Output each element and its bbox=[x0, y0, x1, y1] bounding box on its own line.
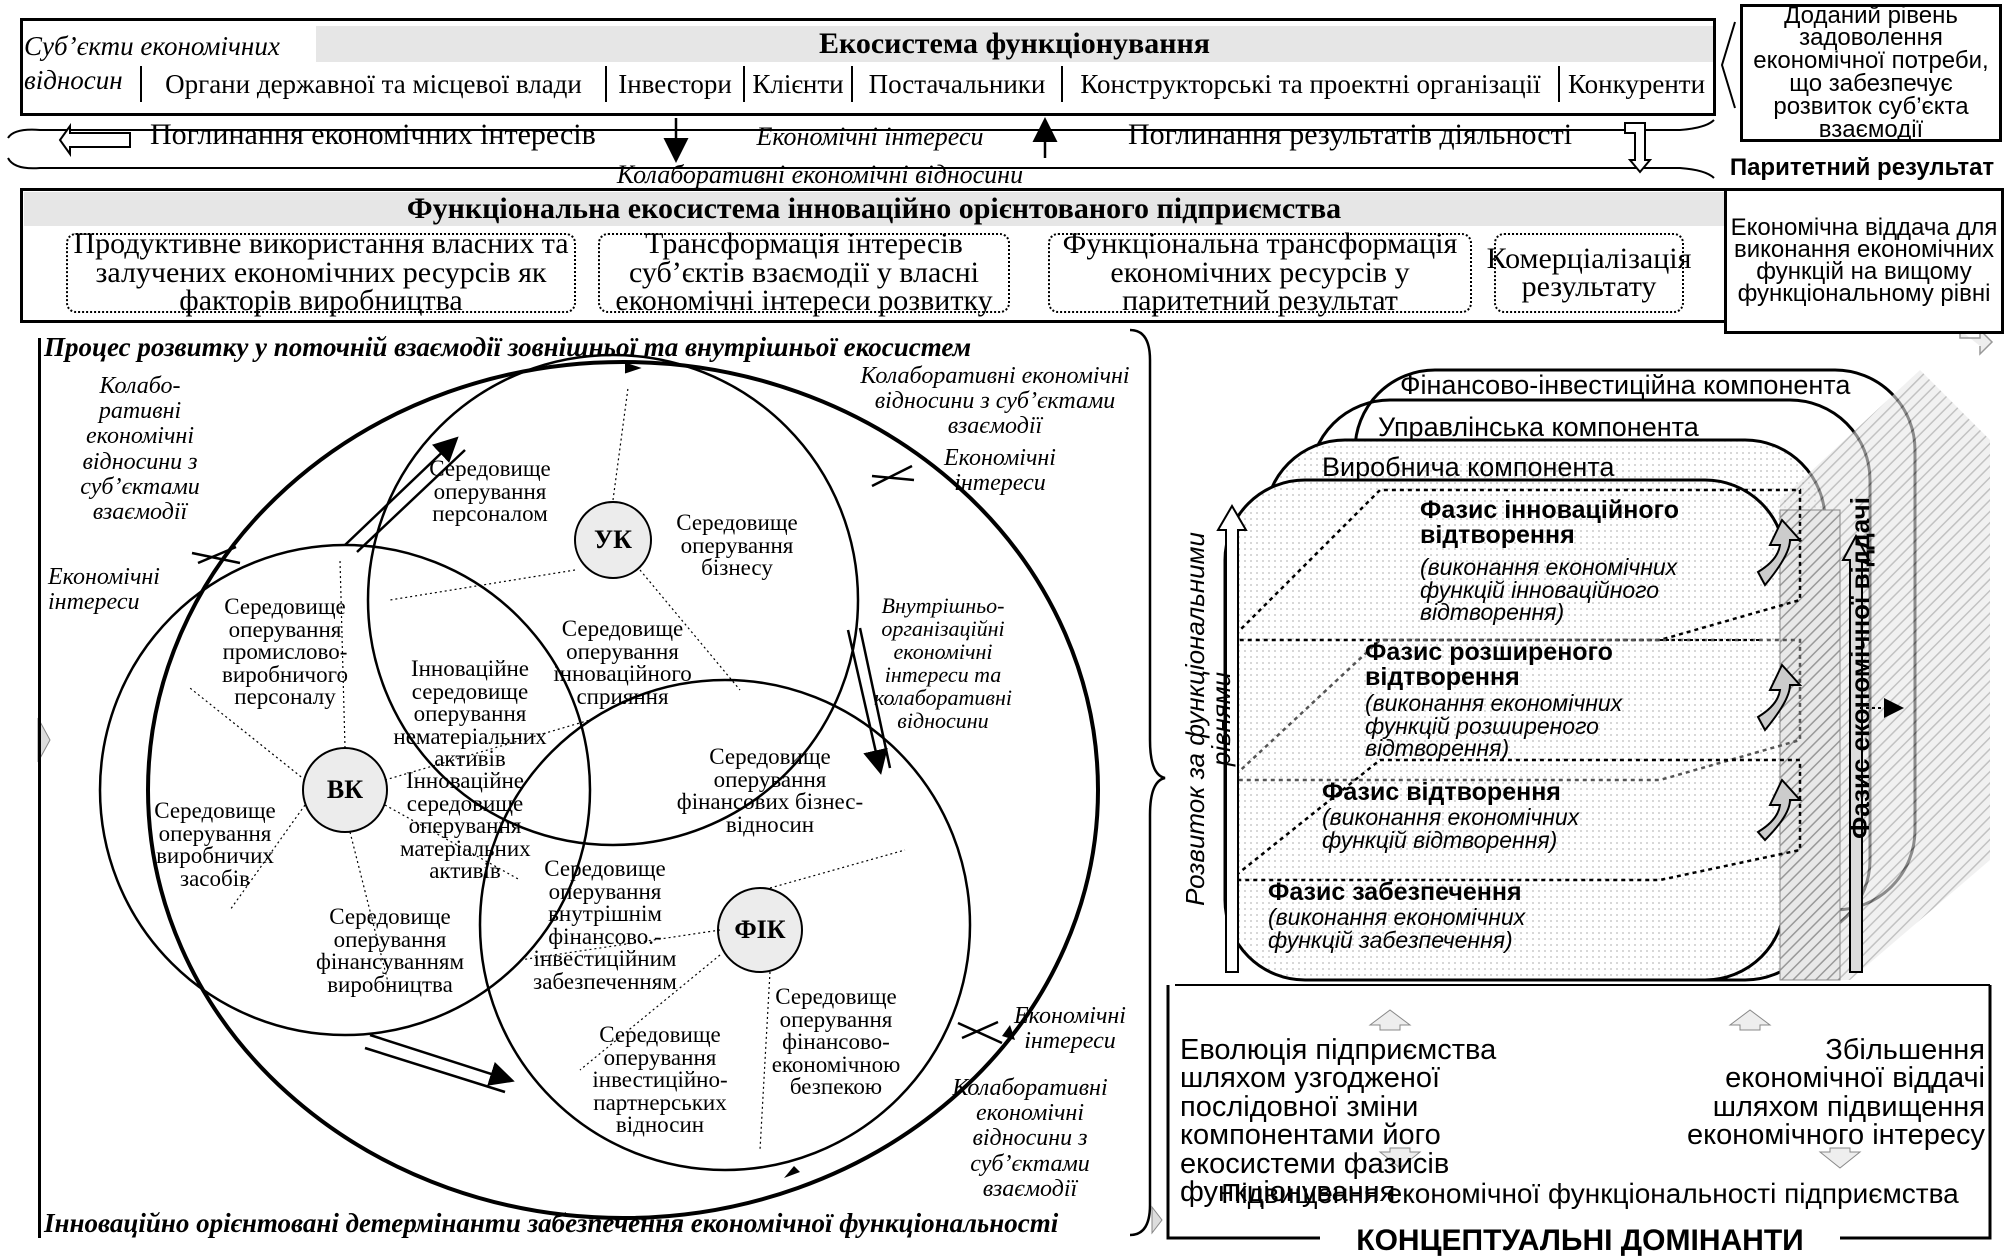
cell-suppliers: Постачальники bbox=[851, 66, 1061, 102]
bottom-collab-note: Колаборативні економічні відносини з суб… bbox=[952, 1075, 1108, 1202]
left-interests-note: Економічні інтереси bbox=[48, 564, 160, 616]
right-bracket bbox=[1720, 21, 1736, 109]
env-invest-partner: Середовище оперування інвестиційно-партн… bbox=[592, 1022, 728, 1138]
top-brace bbox=[7, 119, 1715, 139]
absorb-interests-label: Поглинання економічних інтересів bbox=[150, 118, 596, 151]
top-collab-note: Колаборативні економічні відносини з суб… bbox=[860, 363, 1130, 440]
dominant-return: Збільшення економічної віддачі шляхом пі… bbox=[1687, 1034, 1985, 1152]
step-productive-use: Продуктивне використання власних та залу… bbox=[66, 229, 576, 316]
phase-provision-title: Фазис забезпечення bbox=[1268, 878, 1522, 906]
economic-interests-label: Економічні інтереси bbox=[756, 122, 984, 151]
phase-innov-sub: (виконання економічних функцій інновацій… bbox=[1420, 554, 1678, 626]
cube-financial-label: Фінансово-інвестиційна компонента bbox=[1400, 370, 1851, 400]
vk-node: ВК bbox=[326, 775, 364, 804]
cell-investors: Інвестори bbox=[605, 66, 743, 102]
top-title: Екосистема функціонування bbox=[316, 26, 1713, 62]
process-brace bbox=[1129, 328, 1166, 1237]
step-commercialization: Комерціалізація результату bbox=[1487, 233, 1691, 313]
env-innov-tangible: Інноваційне середовище оперування матері… bbox=[400, 768, 531, 884]
parity-result-label: Паритетний результат bbox=[1729, 154, 1995, 181]
left-collab-note: Колабо-ративні економічні відносини з су… bbox=[80, 373, 200, 525]
env-prod-finance: Середовище оперування фінансуванням виро… bbox=[315, 904, 465, 997]
step-interest-transform: Трансформація інтересів суб’єктів взаємо… bbox=[598, 229, 1010, 316]
collab-brace bbox=[7, 157, 1715, 179]
env-innov-support: Середовище оперування інноваційного спри… bbox=[553, 616, 692, 709]
functional-title: Функціональна екосистема інноваційно орі… bbox=[24, 192, 1724, 226]
absorb-interests-arrow bbox=[58, 122, 131, 158]
collab-relations-label: Колаборативні економічні відносини bbox=[616, 160, 1024, 189]
return-phase-label: Фазис економічної віддачі bbox=[1845, 497, 1875, 839]
uk-node: УК bbox=[594, 525, 632, 554]
dominant-evolution: Еволюція підприємства шляхом узгодженої … bbox=[1180, 1034, 1497, 1209]
phase-extended-sub: (виконання економічних функцій розширено… bbox=[1365, 690, 1623, 762]
cell-design-orgs: Конструкторські та проектні організації bbox=[1061, 66, 1558, 102]
env-industrial-staff: Середовище оперування промислово-виробни… bbox=[222, 594, 348, 710]
env-internal-fin: Середовище оперування внутрішнім фінансо… bbox=[533, 856, 677, 994]
process-bottom-title: Інноваційно орієнтовані детермінанти заб… bbox=[44, 1208, 1059, 1238]
env-fin-security: Середовище оперування фінансово-економіч… bbox=[771, 984, 901, 1100]
env-business: Середовище оперування бізнесу bbox=[676, 510, 798, 581]
phase-innov-title: Фазис інноваційного відтворення bbox=[1420, 496, 1679, 549]
phase-reproduction-title: Фазис відтворення bbox=[1322, 778, 1561, 806]
conceptual-dominants-title: КОНЦЕПТУАЛЬНІ ДОМІНАНТИ bbox=[1320, 1226, 1840, 1256]
env-prod-means: Середовище оперування виробничих засобів bbox=[154, 798, 276, 891]
subjects-label: Суб’єкти економічних відносин bbox=[24, 31, 280, 95]
dominant-functionality: Підвищення економічної функціональності … bbox=[1221, 1178, 1959, 1209]
inner-interests-note: Внутрішньо-організаційні економічні інте… bbox=[873, 593, 1012, 734]
process-panel-frame bbox=[38, 338, 1151, 1238]
cell-authorities: Органи державної та місцевої влади bbox=[140, 66, 605, 102]
env-fin-business: Середовище оперування фінансових бізнес-… bbox=[676, 744, 864, 837]
uk-circle bbox=[366, 353, 860, 847]
phase-reproduction-sub: (виконання економічних функцій відтворен… bbox=[1322, 804, 1580, 853]
vertical-development-label: Розвиток за функціональними рівнями bbox=[1180, 532, 1236, 906]
phase-extended-title: Фазис розширеного відтворення bbox=[1365, 638, 1613, 691]
absorb-results-arrow bbox=[1624, 122, 1653, 174]
fik-node: ФІК bbox=[734, 915, 786, 944]
fik-circle bbox=[478, 678, 972, 1172]
env-personnel: Середовище оперування персоналом bbox=[429, 456, 551, 527]
cell-clients: Клієнти bbox=[743, 66, 851, 102]
absorb-results-label: Поглинання результатів діяльності bbox=[1127, 118, 1573, 151]
ecosystem-ellipse bbox=[146, 360, 1100, 1220]
phase-provision-sub: (виконання економічних функцій забезпече… bbox=[1268, 904, 1526, 953]
top-interests-note: Економічні інтереси bbox=[944, 445, 1056, 497]
added-level-box: Доданий рівень задоволення економічної п… bbox=[1740, 3, 2002, 142]
bottom-interests-note: Економічні інтереси bbox=[1014, 1003, 1126, 1055]
cell-competitors: Конкуренти bbox=[1558, 66, 1713, 102]
process-title: Процес розвитку у поточній взаємодії зов… bbox=[44, 332, 972, 362]
economic-return-box: Економічна віддача для виконання економі… bbox=[1724, 188, 2004, 334]
step-resource-transform: Функціональна трансформація економічних … bbox=[1048, 229, 1472, 316]
env-innov-intangible: Інноваційне середовище оперування немате… bbox=[393, 656, 547, 772]
cube-management-label: Управлінська компонента bbox=[1378, 412, 1699, 442]
cube-production-label: Виробнича компонента bbox=[1322, 452, 1615, 482]
subjects-row: Органи державної та місцевої влади Інвес… bbox=[140, 66, 1713, 102]
